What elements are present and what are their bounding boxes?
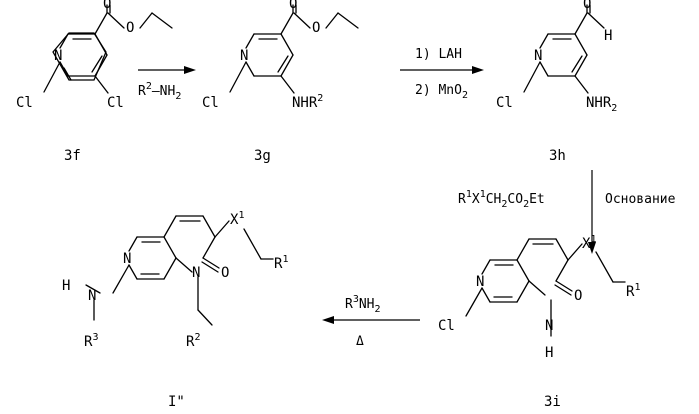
atom-O: O xyxy=(574,288,582,304)
atom-N: N xyxy=(88,288,96,304)
atom-Cl: Cl xyxy=(16,95,33,111)
atom-Cl: Cl xyxy=(496,95,513,111)
compound-3i: N Cl N H O X1 R1 3i xyxy=(438,234,640,410)
reagent-step3: R1X1CH2CO2Et xyxy=(458,189,545,210)
reagent-step4: R3NH2 xyxy=(345,294,381,315)
compound-3h: N O H Cl NHR2 3h xyxy=(496,0,617,164)
atom-Cl: Cl xyxy=(202,95,219,111)
atom-H: H xyxy=(604,28,612,44)
atom-N: N xyxy=(534,48,542,64)
atom-O: O xyxy=(103,0,111,12)
atom-O: O xyxy=(312,20,320,36)
label-3f: 3f xyxy=(64,148,81,164)
compound-I-double-prime: N N H R3 N R2 O X1 R1 I" xyxy=(62,210,288,410)
reagent-step2-line1: 1) LAH xyxy=(415,47,462,62)
substituent-X1: X1 xyxy=(582,234,596,252)
substituent-R2: R2 xyxy=(186,332,200,350)
reagent-step1: R2–NH2 xyxy=(138,81,181,102)
substituent-R1: R1 xyxy=(274,254,288,272)
atom-O: O xyxy=(583,0,591,12)
substituent-R1: R1 xyxy=(626,282,640,300)
substituent-R3: R3 xyxy=(84,332,98,350)
arrow-step1: R2–NH2 xyxy=(138,66,196,102)
atom-N: N xyxy=(240,48,248,64)
atom-N: N xyxy=(545,318,553,334)
arrow-step3: R1X1CH2CO2Et Основание xyxy=(458,170,676,254)
atom-N: N xyxy=(476,274,484,290)
atom-N: N xyxy=(123,251,131,267)
atom-Cl: Cl xyxy=(107,95,124,111)
atom-O: O xyxy=(126,20,134,36)
atom-O: O xyxy=(221,265,229,281)
substituent-X1: X1 xyxy=(230,210,244,228)
compound-3g: N O O Cl NHR2 3g xyxy=(202,0,358,164)
atom-H: H xyxy=(62,278,70,294)
label-I-double-prime: I" xyxy=(168,394,185,410)
arrow-step2: 1) LAH 2) MnO2 xyxy=(400,47,484,101)
label-3h: 3h xyxy=(549,148,566,164)
substituent-NHR2: NHR2 xyxy=(586,95,617,114)
reagent-step2-line2: 2) MnO2 xyxy=(415,83,468,101)
atom-H: H xyxy=(545,345,553,361)
heat-symbol: Δ xyxy=(356,334,364,349)
substituent-NHR2: NHR2 xyxy=(292,93,323,111)
arrow-step4: R3NH2 Δ xyxy=(322,294,420,349)
atom-N: N xyxy=(54,48,62,64)
base-label: Основание xyxy=(605,192,676,207)
label-3i: 3i xyxy=(544,394,561,410)
label-3g: 3g xyxy=(254,148,271,164)
atom-O: O xyxy=(289,0,297,12)
atom-Cl: Cl xyxy=(438,318,455,334)
atom-N: N xyxy=(192,265,200,281)
